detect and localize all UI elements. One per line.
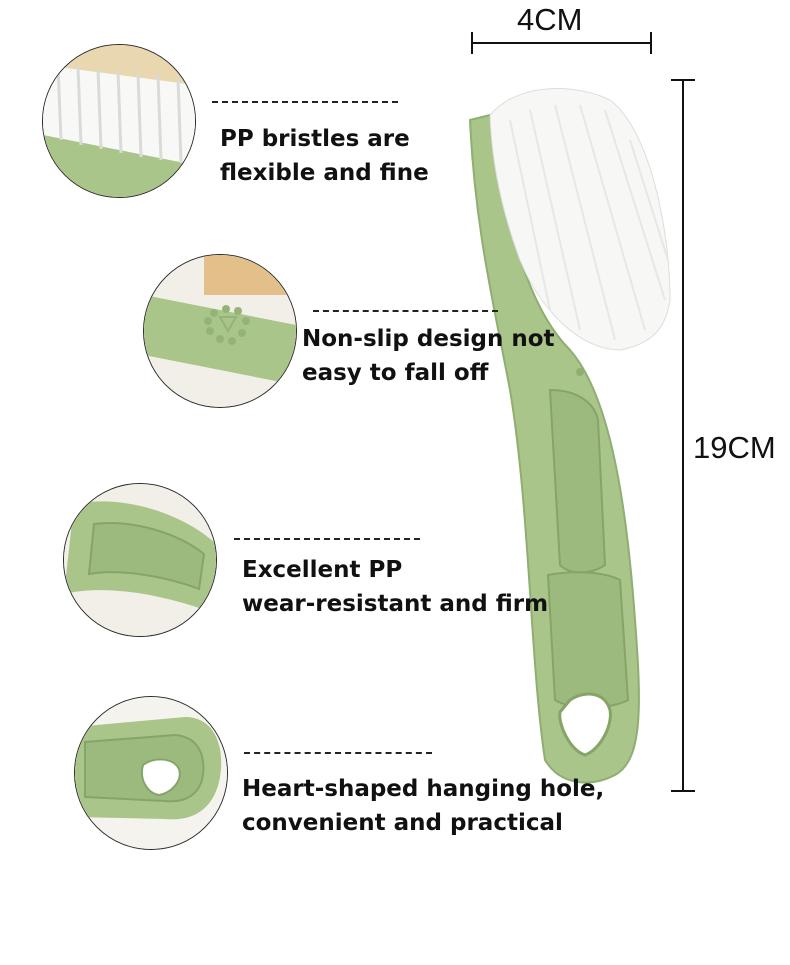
divider-line — [313, 310, 498, 312]
non-slip-closeup-image — [143, 254, 297, 408]
feature-bristles-line1: PP bristles are — [220, 126, 410, 152]
height-dimension-label: 19CM — [693, 430, 776, 465]
divider-line — [212, 101, 398, 103]
feature-non-slip-line2: easy to fall off — [302, 360, 489, 386]
shoe-brush-image — [468, 88, 671, 784]
bristles-closeup-image — [42, 44, 196, 198]
feature-hanging-hole-line1: Heart-shaped hanging hole, — [242, 776, 605, 802]
feature-material-line1: Excellent PP — [242, 557, 403, 583]
feature-non-slip-text: Non-slip design not easy to fall off — [302, 322, 555, 390]
feature-bristles-line2: flexible and fine — [220, 160, 429, 186]
feature-hanging-hole-text: Heart-shaped hanging hole, convenient an… — [242, 772, 604, 840]
feature-material-text: Excellent PP wear-resistant and firm — [242, 553, 548, 621]
width-dimension-label: 4CM — [517, 2, 583, 37]
divider-line — [244, 752, 432, 754]
handle-closeup-image — [63, 483, 217, 637]
feature-non-slip-line1: Non-slip design not — [302, 326, 555, 352]
hanging-hole-closeup-image — [74, 696, 228, 850]
feature-material-line2: wear-resistant and firm — [242, 591, 549, 617]
feature-bristles-text: PP bristles are flexible and fine — [220, 122, 429, 190]
feature-hanging-hole-line2: convenient and practical — [242, 810, 563, 836]
divider-line — [234, 538, 420, 540]
